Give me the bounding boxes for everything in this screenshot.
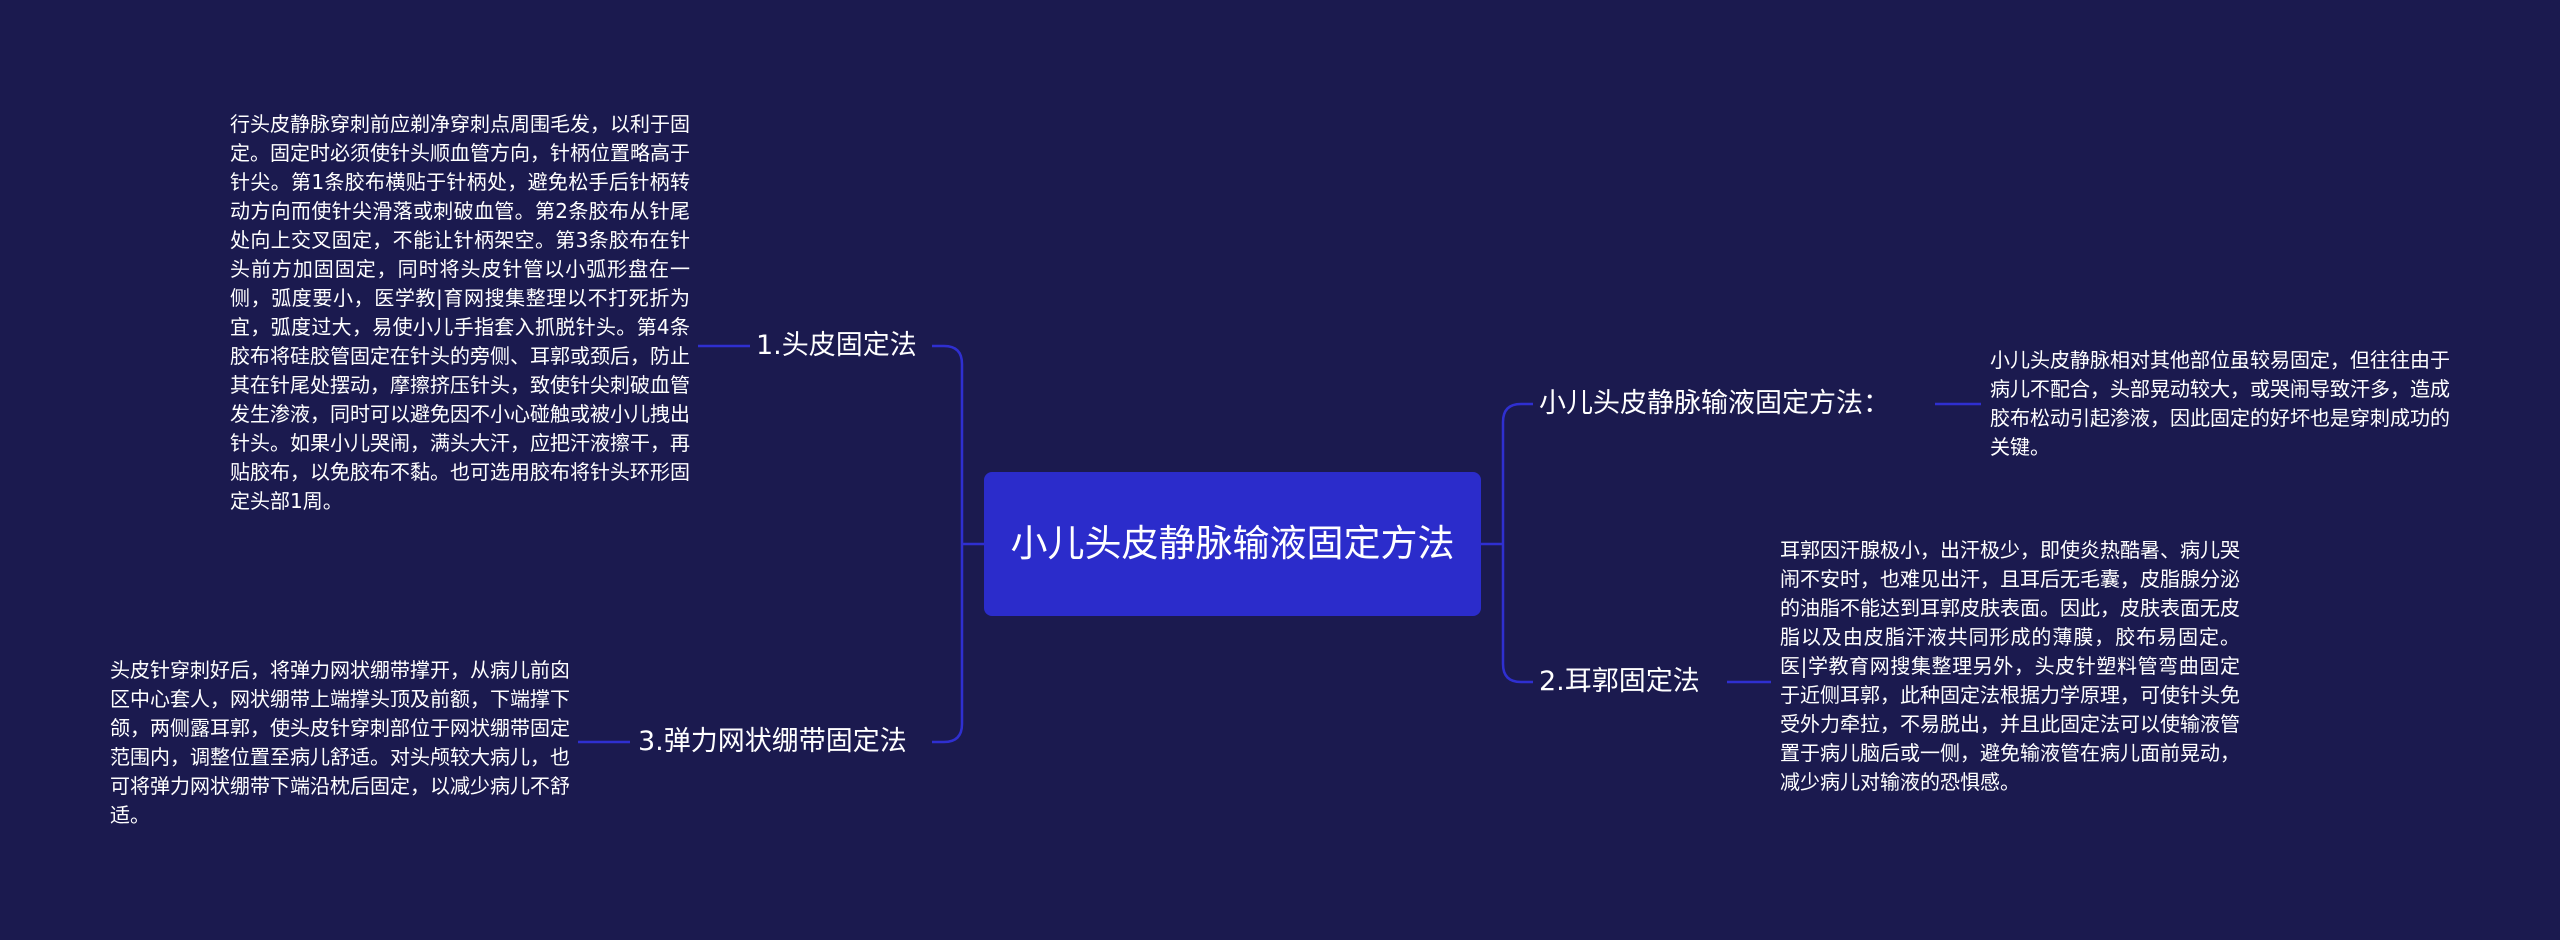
branch-fixation-method-intro[interactable]: 小儿头皮静脉输液固定方法： (1539, 388, 1890, 419)
connector-to-branch-3 (932, 723, 964, 744)
detail-auricle-fixation: 耳郭因汗腺极小，出汗极少，即使炎热酷暑、病儿哭闹不安时，也难见出汗，且耳后无毛囊… (1780, 538, 2240, 794)
root-topic[interactable]: 小儿头皮静脉输液固定方法 (984, 472, 1481, 616)
branch-scalp-fixation[interactable]: 1.头皮固定法 (756, 330, 917, 361)
branch-elastic-net-bandage[interactable]: 3.弹力网状绷带固定法 (638, 726, 907, 757)
connector-to-branch-method (1501, 402, 1533, 423)
detail-elastic-net-bandage: 头皮针穿刺好后，将弹力网状绷带撑开，从病儿前囟区中心套人，网状绷带上端撑头顶及前… (110, 658, 570, 827)
root-topic-title: 小儿头皮静脉输液固定方法 (1010, 522, 1455, 565)
connector-to-branch-2 (1501, 663, 1533, 684)
branch-auricle-fixation[interactable]: 2.耳郭固定法 (1539, 666, 1700, 697)
connector-to-branch-1 (932, 344, 964, 365)
detail-scalp-fixation: 行头皮静脉穿刺前应剃净穿刺点周围毛发，以利于固定。固定时必须使针头顺血管方向，针… (230, 112, 690, 513)
detail-fixation-method-intro: 小儿头皮静脉相对其他部位虽较易固定，但往往由于病儿不配合，头部晃动较大，或哭闹导… (1990, 348, 2450, 459)
